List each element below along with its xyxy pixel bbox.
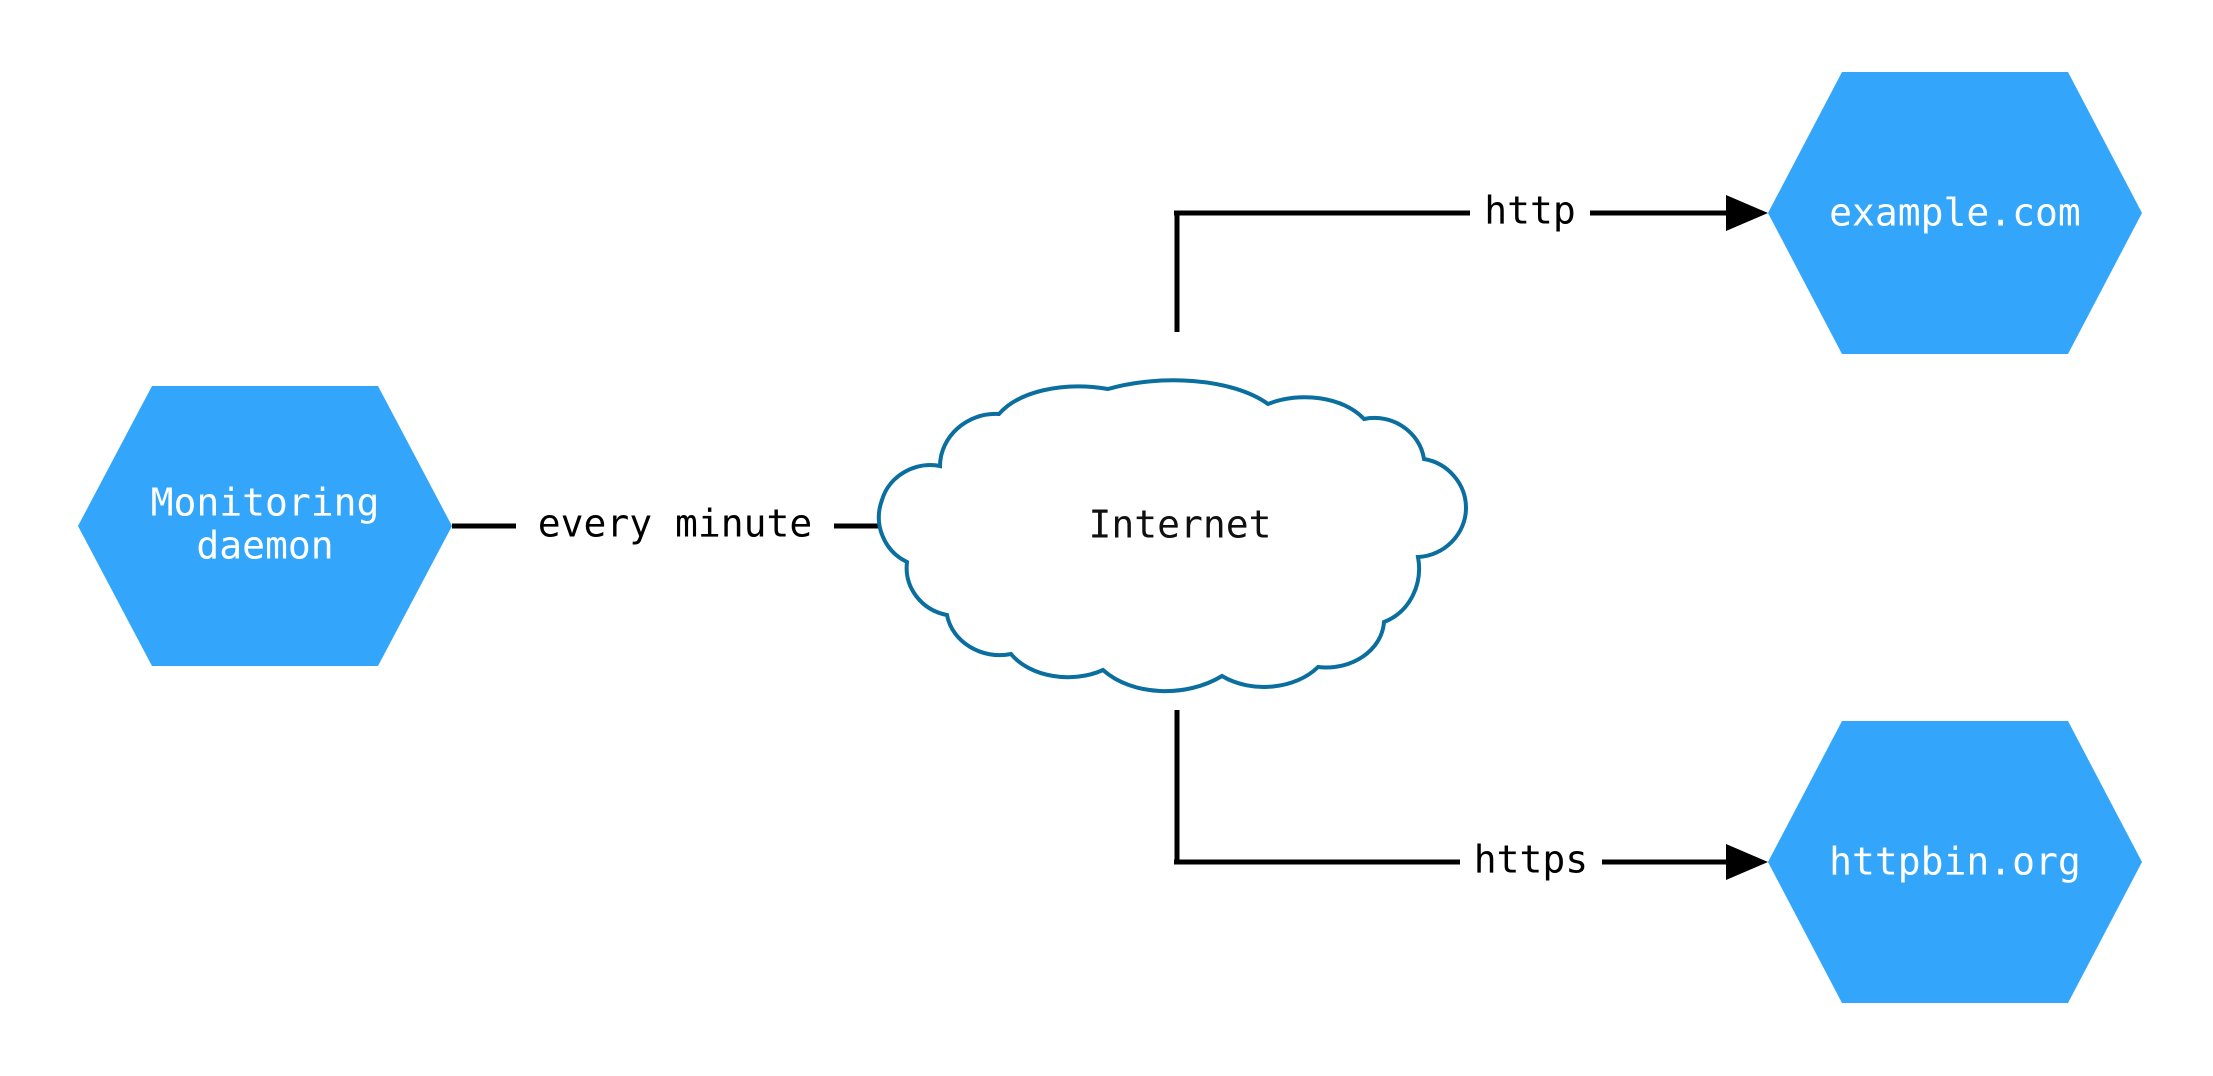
node-httpbin-org[interactable]: httpbin.org xyxy=(1768,721,2142,1003)
edge-internet-to-example[interactable]: http xyxy=(1174,189,1768,333)
internet-label: Internet xyxy=(1088,503,1271,547)
edge-label-https: https xyxy=(1474,838,1588,882)
httpbin-org-hexagon xyxy=(1768,721,2142,1003)
monitoring-daemon-label-line1: Monitoring xyxy=(151,481,380,525)
edge-label-every-minute: every minute xyxy=(538,502,813,546)
monitoring-daemon-label-line2: daemon xyxy=(196,524,333,568)
edge-label-http: http xyxy=(1484,189,1576,233)
monitoring-daemon-hexagon xyxy=(78,386,452,666)
internet-cloud-shape xyxy=(876,378,1469,693)
httpbin-org-label: httpbin.org xyxy=(1829,840,2081,884)
node-internet[interactable]: Internet xyxy=(876,378,1469,693)
node-monitoring-daemon[interactable]: Monitoring daemon xyxy=(78,386,452,666)
edge-internet-to-httpbin[interactable]: https xyxy=(1174,710,1768,882)
node-example-com[interactable]: example.com xyxy=(1768,72,2142,354)
example-com-label: example.com xyxy=(1829,191,2081,235)
edge-daemon-to-internet[interactable]: every minute xyxy=(452,502,944,546)
edge-internet-to-httpbin-arrowhead xyxy=(1726,844,1768,880)
example-com-hexagon xyxy=(1768,72,2142,354)
edge-internet-to-example-arrowhead xyxy=(1726,195,1768,231)
